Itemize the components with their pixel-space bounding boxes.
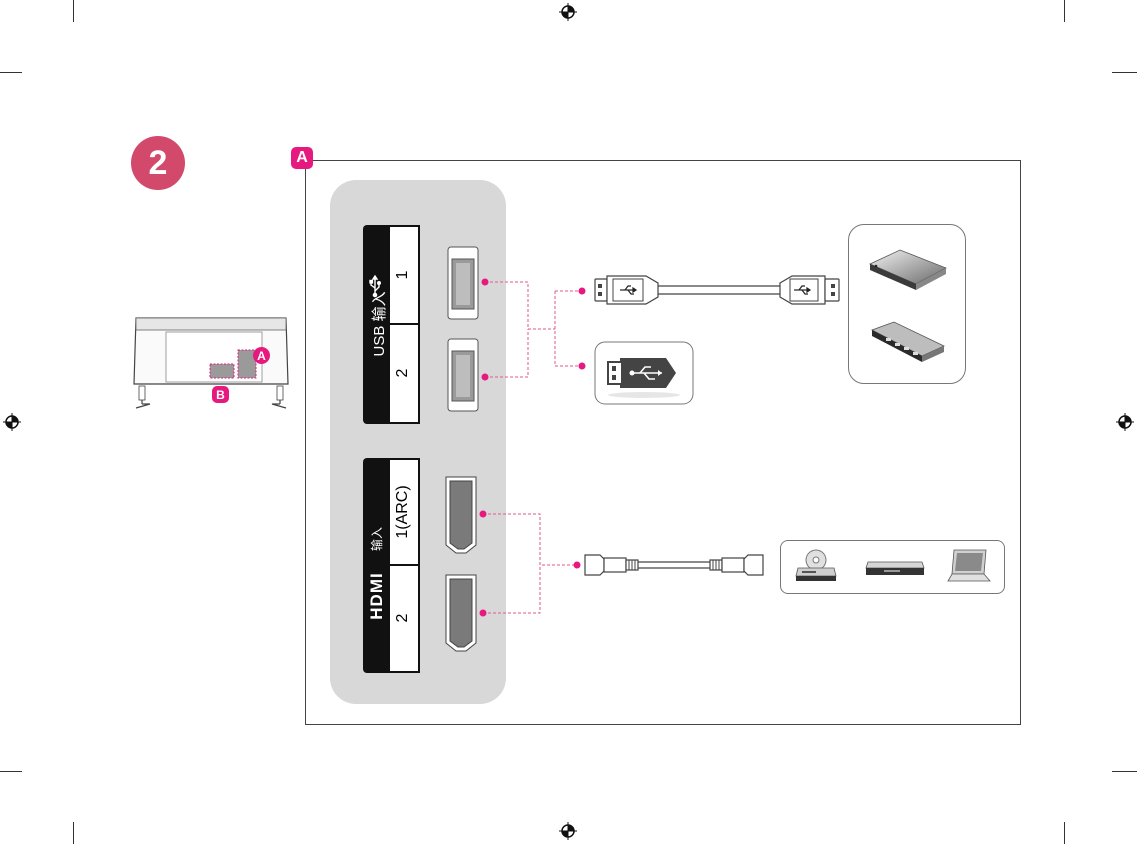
usb-port-1-label: 1: [394, 270, 411, 280]
hdmi-port-1-cell: [390, 460, 418, 564]
usb-port-1: [447, 246, 479, 320]
set-top-box-icon: [865, 561, 925, 575]
registration-mark-icon: [559, 3, 577, 21]
crop-mark: [1112, 771, 1137, 772]
tv-back-thumbnail: [133, 317, 289, 409]
tv-tag-a: A: [253, 347, 270, 364]
usb-trident-icon: [620, 285, 812, 295]
hdmi-logo: HDMI: [367, 572, 386, 620]
hdmi-cable-icon: [584, 554, 764, 576]
tv-tag-b: B: [212, 386, 229, 403]
hdmi-port-2: [445, 574, 477, 652]
connection-panel-frame: [305, 160, 1021, 725]
laptop-icon: [947, 549, 991, 582]
usb-port-2-cell: [390, 325, 418, 422]
usb-port-2-label: 2: [394, 368, 411, 378]
usb-cable-icon: [594, 275, 840, 305]
usb-hub-icon: [871, 321, 945, 362]
usb-trident-icon: [369, 274, 381, 298]
hdmi-port-2-cell: [390, 566, 418, 671]
external-hdd-icon: [869, 249, 947, 290]
registration-mark-icon: [559, 822, 577, 840]
hdmi-port-2-label: 2: [394, 613, 411, 623]
usb-devices-box: [848, 224, 966, 384]
usb-port-2: [447, 338, 479, 412]
registration-mark-icon: [3, 413, 21, 431]
crop-mark: [73, 822, 74, 844]
usb-flash-drive-icon: [594, 341, 694, 405]
crop-mark: [0, 771, 22, 772]
usb-port-1-cell: [390, 227, 418, 323]
hdmi-port-1-label: 1(ARC): [394, 485, 411, 539]
hdmi-input-label: 输入: [370, 527, 384, 552]
hdmi-port-1: [445, 476, 477, 554]
registration-mark-icon: [1116, 413, 1134, 431]
panel-tag-a: A: [291, 147, 313, 169]
crop-mark: [1064, 0, 1065, 22]
crop-mark: [73, 0, 74, 22]
dvd-player-icon: [795, 549, 837, 581]
step-number-badge: 2: [131, 136, 185, 190]
crop-mark: [0, 72, 22, 73]
connection-diagram: [445, 246, 840, 652]
crop-mark: [1112, 72, 1137, 73]
crop-mark: [1064, 822, 1065, 844]
